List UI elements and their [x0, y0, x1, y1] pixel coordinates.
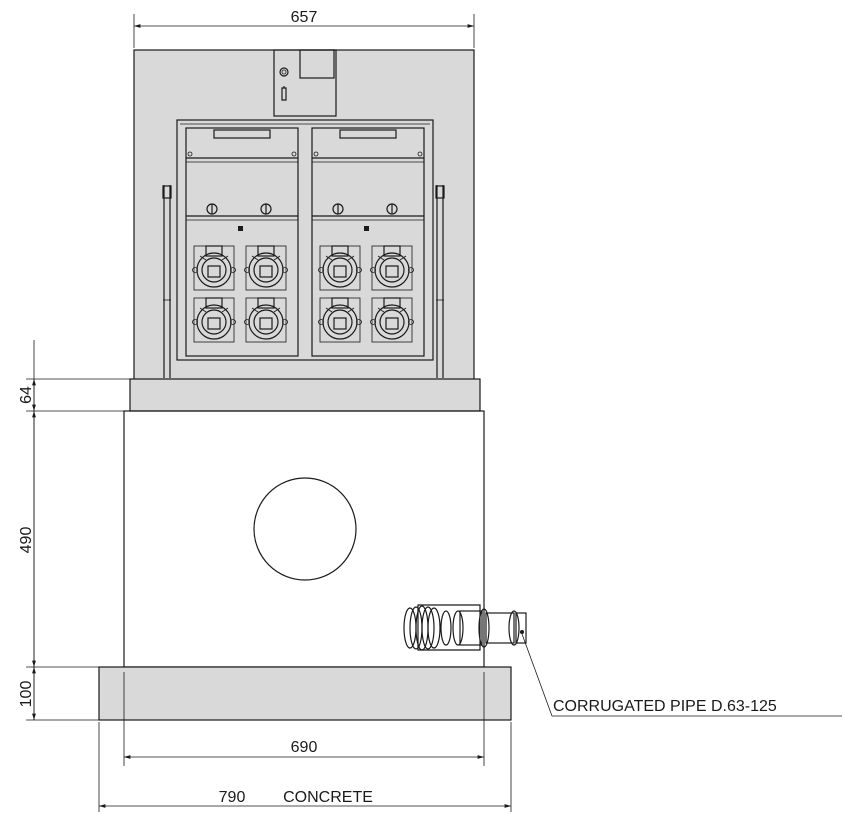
dimension-label: 790 [219, 789, 246, 806]
corrugated-pipe [403, 604, 527, 651]
lock-window [299, 49, 335, 79]
socket-icon [192, 245, 236, 291]
concrete-slab [98, 666, 512, 721]
hinge-left [162, 185, 172, 378]
pipe-callout: CORRUGATED PIPE D.63-125 [521, 633, 842, 717]
dimension-label: 690 [291, 739, 318, 756]
lock-icon [279, 67, 289, 77]
socket-icon [318, 297, 362, 343]
socket-module-left [185, 127, 299, 357]
socket-icon [244, 297, 288, 343]
socket-frame [176, 119, 434, 361]
dimension-top-width: 657 [133, 9, 475, 48]
dimension-label: 100 [18, 681, 35, 708]
socket-icon [370, 297, 414, 343]
material-label: CONCRETE [283, 789, 373, 806]
dimension-label: 490 [18, 527, 35, 554]
socket-icon [318, 245, 362, 291]
dimension-label: 657 [291, 9, 318, 26]
socket-icon [244, 245, 288, 291]
dimension-slab-width: 790 CONCRETE [98, 722, 512, 812]
upper-cabinet [133, 49, 475, 381]
socket-grid [192, 245, 414, 343]
dimension-left-chain: 64 490 100 [18, 340, 130, 721]
key-icon [281, 86, 287, 101]
socket-module-right [311, 127, 425, 357]
cable-hole [253, 477, 357, 581]
dimension-label: 64 [18, 386, 35, 404]
main-body [123, 410, 485, 668]
pipe-label: CORRUGATED PIPE D.63-125 [553, 698, 777, 715]
socket-icon [370, 245, 414, 291]
socket-icon [192, 297, 236, 343]
hinge-right [435, 185, 445, 378]
dimension-body-width: 690 [123, 672, 485, 766]
base-plinth [129, 378, 481, 412]
